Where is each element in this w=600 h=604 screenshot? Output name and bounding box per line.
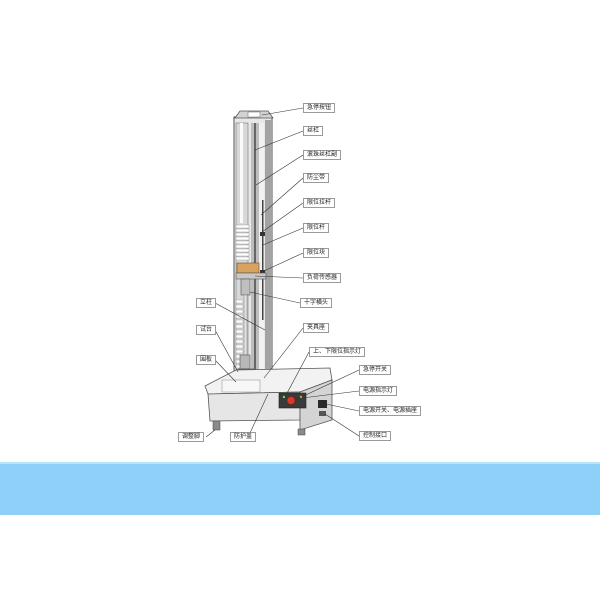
- leader-crosshead: [249, 291, 301, 304]
- emergency-stop-button-top: [247, 111, 261, 118]
- label-limit-indicator: 上、下限位指示灯: [309, 347, 366, 357]
- dust-belt: [259, 123, 264, 381]
- leader-emergency-button: [261, 107, 304, 116]
- leader-test-bench: [214, 329, 239, 373]
- adjust-foot-right: [297, 428, 306, 436]
- base-right: [299, 379, 333, 431]
- label-emergency-button: 急停按钮: [303, 103, 336, 113]
- label-dust-belt: 防尘带: [303, 173, 330, 183]
- label-limit-rod: 限位拉杆: [303, 198, 336, 208]
- leader-estop-switch: [294, 369, 360, 401]
- upper-bellows: [235, 224, 250, 261]
- blue-banner: [0, 462, 600, 515]
- leader-limit-bar: [262, 227, 304, 246]
- emergency-stop-switch: [286, 396, 296, 405]
- label-crosshead: 十字横头: [300, 298, 333, 308]
- label-limit-block: 限位块: [303, 248, 330, 258]
- crosshead: [235, 272, 267, 280]
- leader-protective-cover: [249, 393, 269, 434]
- label-test-bench: 试台: [196, 325, 217, 335]
- label-limit-bar: 限位杆: [303, 223, 330, 233]
- leader-fixture-seat: [263, 327, 304, 379]
- lead-screw: [254, 123, 256, 381]
- control-port: [319, 411, 326, 416]
- leader-limit-rod: [261, 202, 304, 233]
- load-sensor: [236, 262, 260, 274]
- label-power-switch-socket: 电源开关、电源插座: [359, 406, 422, 416]
- label-estop-switch: 急停开关: [359, 365, 392, 375]
- label-fixture-seat: 夹具座: [303, 323, 330, 333]
- lower-grip: [239, 354, 251, 370]
- leader-adjust-feet: [205, 429, 216, 438]
- power-socket: [318, 400, 327, 408]
- label-lead-screw: 丝杠: [303, 126, 324, 136]
- leader-enclosure: [214, 359, 237, 383]
- leader-ball-screw: [255, 154, 304, 186]
- right-edge: [265, 120, 272, 385]
- label-column: 立柱: [196, 298, 217, 308]
- label-control-port: 控制接口: [359, 431, 392, 441]
- label-ball-screw: 滚珠丝杠副: [303, 150, 342, 160]
- label-protective-cover: 防护盖: [230, 432, 257, 442]
- limit-bar: [262, 200, 264, 320]
- limit-indicator-light: [282, 395, 286, 399]
- protective-cover: [221, 379, 261, 393]
- leader-limit-block: [263, 252, 304, 272]
- label-power-indicator: 电源指示灯: [359, 386, 398, 396]
- leader-dust-belt: [260, 177, 304, 216]
- left-rail-highlight: [240, 123, 243, 223]
- specimen: [243, 294, 248, 356]
- limit-block: [260, 232, 265, 236]
- leader-control-port: [324, 413, 360, 437]
- leader-column: [214, 302, 266, 331]
- upper-grip: [240, 278, 251, 296]
- label-load-sensor: 负荷传感器: [303, 273, 342, 283]
- leader-load-sensor: [254, 275, 304, 279]
- label-adjust-feet: 调整脚: [178, 432, 205, 442]
- leader-limit-indicator: [284, 351, 310, 398]
- leader-power-switch-socket: [325, 403, 360, 412]
- adjust-foot-left: [212, 420, 221, 431]
- leader-lead-screw: [254, 130, 304, 151]
- label-enclosure: 围板: [196, 355, 217, 365]
- limit-block-2: [260, 270, 265, 274]
- leader-power-indicator: [301, 390, 360, 399]
